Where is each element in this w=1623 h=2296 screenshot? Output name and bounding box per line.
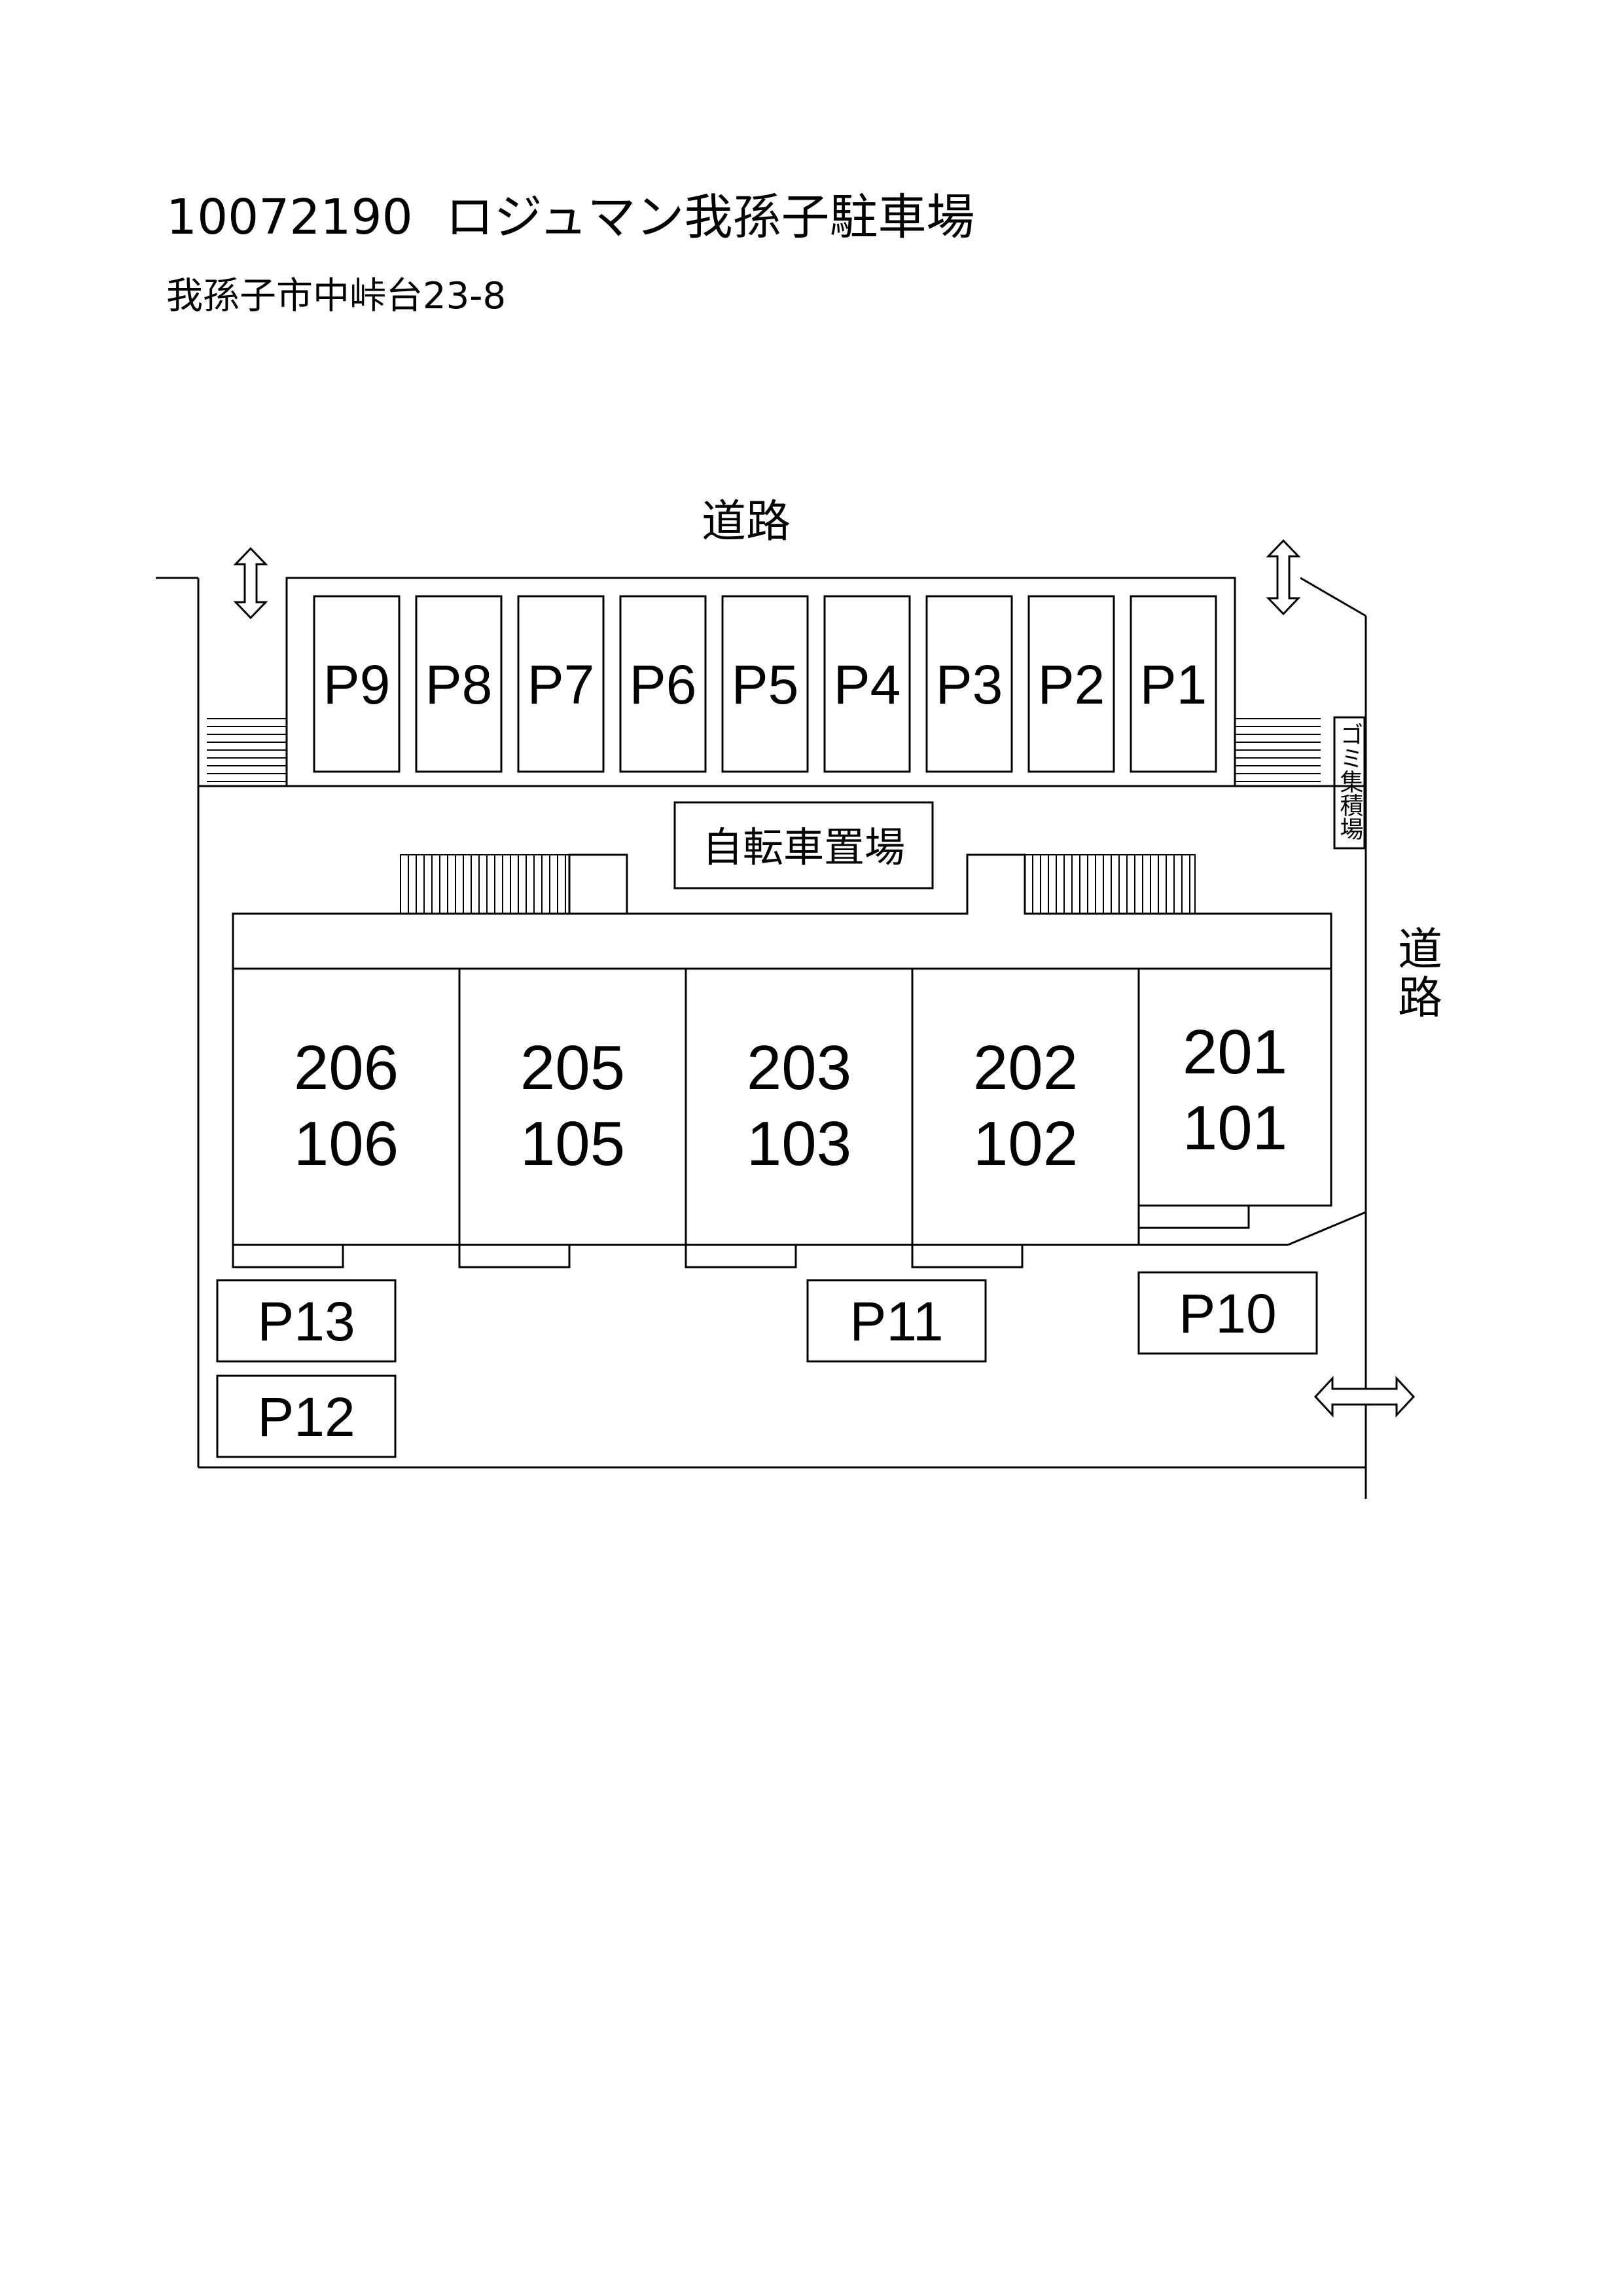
parking-label-p13: P13 xyxy=(257,1291,355,1352)
parking-space-p12[interactable] xyxy=(216,1374,397,1458)
entrance-arrow-top-left-icon xyxy=(233,547,268,620)
unit-label-206: 206 xyxy=(294,1033,399,1103)
stairs-right xyxy=(1024,854,1196,914)
unit-label-203: 203 xyxy=(747,1033,851,1103)
unit-202-102[interactable] xyxy=(911,967,1140,1246)
parking-space-p10[interactable] xyxy=(1137,1271,1318,1355)
bicycle-parking-label: 自転車置場 xyxy=(702,823,905,871)
parking-label-p8: P8 xyxy=(425,654,493,715)
garbage-area xyxy=(1333,716,1366,850)
balcony-102 xyxy=(911,1244,1024,1268)
bicycle-parking xyxy=(673,801,934,889)
parking-space-p6[interactable] xyxy=(619,595,707,773)
balcony-105 xyxy=(458,1244,571,1268)
steps-left xyxy=(207,718,287,782)
unit-label-205: 205 xyxy=(520,1033,625,1103)
unit-201-101[interactable] xyxy=(1137,967,1332,1207)
parking-space-p9[interactable] xyxy=(313,595,401,773)
unit-206-106[interactable] xyxy=(232,967,461,1246)
unit-label-102: 102 xyxy=(973,1109,1078,1179)
unit-203-103[interactable] xyxy=(685,967,914,1246)
balcony-103 xyxy=(685,1244,797,1268)
entrance-arrow-right-icon xyxy=(1313,1376,1416,1418)
parking-label-p7: P7 xyxy=(527,654,595,715)
unit-label-202: 202 xyxy=(973,1033,1078,1103)
property-name: ロジュマン我孫子駐車場 xyxy=(445,189,975,245)
parking-label-p11: P11 xyxy=(849,1291,943,1352)
parking-label-p12: P12 xyxy=(257,1386,355,1448)
parking-space-p11[interactable] xyxy=(806,1279,987,1363)
parking-space-p3[interactable] xyxy=(925,595,1013,773)
stairs-left xyxy=(400,854,570,914)
entrance-arrow-top-right-icon xyxy=(1266,539,1301,616)
unit-label-105: 105 xyxy=(520,1109,625,1179)
garbage-area-label: ゴミ集積場 xyxy=(1336,723,1364,840)
parking-space-p5[interactable] xyxy=(721,595,809,773)
parking-space-p1[interactable] xyxy=(1130,595,1217,773)
balcony-106 xyxy=(232,1244,344,1268)
parking-label-p1: P1 xyxy=(1140,654,1207,715)
property-id: 10072190 xyxy=(166,189,413,245)
parking-space-p8[interactable] xyxy=(415,595,503,773)
unit-label-101: 101 xyxy=(1183,1093,1287,1163)
unit-label-201: 201 xyxy=(1183,1017,1287,1087)
parking-space-p2[interactable] xyxy=(1027,595,1115,773)
parking-label-p2: P2 xyxy=(1038,654,1105,715)
parking-label-p4: P4 xyxy=(834,654,901,715)
road-label-top: 道路 xyxy=(702,496,791,548)
parking-space-p7[interactable] xyxy=(517,595,605,773)
balcony-101 xyxy=(1137,1204,1250,1229)
steps-right xyxy=(1235,718,1321,782)
parking-label-p9: P9 xyxy=(323,654,391,715)
road-label-right: 道路 xyxy=(1390,925,1442,1022)
parking-label-p3: P3 xyxy=(936,654,1003,715)
parking-label-p6: P6 xyxy=(630,654,697,715)
parking-space-p13[interactable] xyxy=(216,1279,397,1363)
unit-205-105[interactable] xyxy=(458,967,687,1246)
property-address: 我孫子市中峠台23-8 xyxy=(166,275,507,317)
unit-label-106: 106 xyxy=(294,1109,399,1179)
unit-label-103: 103 xyxy=(747,1109,851,1179)
parking-label-p10: P10 xyxy=(1179,1283,1276,1344)
parking-space-p4[interactable] xyxy=(823,595,911,773)
parking-label-p5: P5 xyxy=(732,654,799,715)
